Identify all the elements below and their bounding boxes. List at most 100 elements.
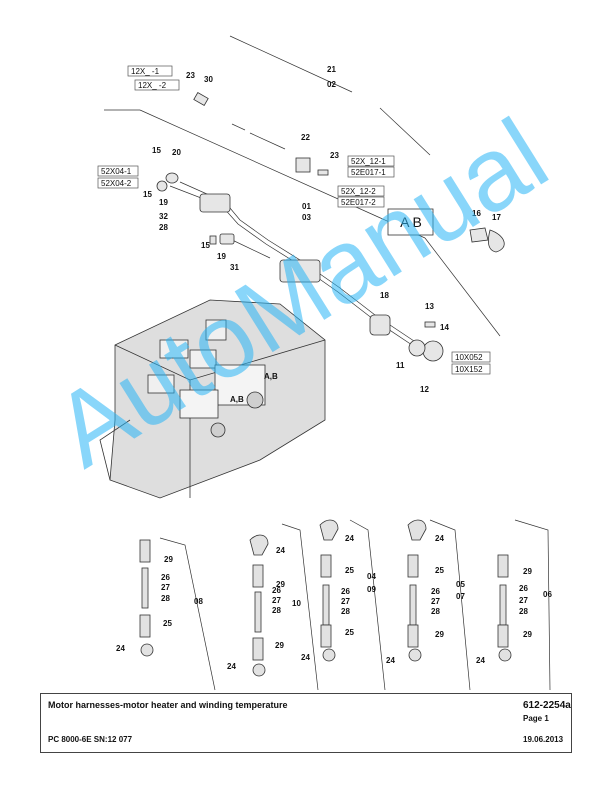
- part-number: 26: [341, 587, 350, 596]
- part-number: 27: [431, 597, 440, 606]
- part-number: 25: [435, 566, 444, 575]
- part-number: 28: [341, 607, 350, 616]
- part-number: 29: [435, 630, 444, 639]
- boxed-labels: 12X_ -1 12X_ -2 52X_12-1 52E017-1 52X_12-2 52…: [97, 65, 491, 375]
- part-number: 24: [116, 644, 125, 653]
- part-number: 24: [435, 534, 444, 543]
- part-number: 28: [431, 607, 440, 616]
- part-number: 27: [272, 596, 281, 605]
- part-number: 12: [420, 385, 429, 394]
- boxed-label: 52X_12-1: [347, 155, 395, 167]
- part-number: 32: [159, 212, 168, 221]
- boxed-label: 52X_12-2: [337, 185, 385, 197]
- part-number: 09: [367, 585, 376, 594]
- page-number: Page 1: [523, 714, 549, 723]
- boxed-label-text: 52E017-2: [341, 198, 376, 207]
- part-number: 21: [327, 65, 336, 74]
- boxed-label-text: 52X04-2: [101, 179, 132, 188]
- part-number: 14: [440, 323, 449, 332]
- leader-lines: [104, 35, 551, 691]
- part-number: 26: [431, 587, 440, 596]
- part-number: 29: [523, 567, 532, 576]
- part-number: 27: [341, 597, 350, 606]
- part-number: 11: [396, 361, 405, 370]
- part-number: 24: [227, 662, 236, 671]
- part-number: 30: [204, 75, 213, 84]
- part-number: 29: [275, 641, 284, 650]
- part-number: 15: [143, 190, 152, 199]
- part-number: 24: [301, 653, 310, 662]
- part-number: 25: [345, 566, 354, 575]
- pin-stacks: [139, 519, 512, 677]
- callout-ab: A,B: [264, 372, 278, 381]
- drawing-code: 612-2254a: [523, 700, 571, 711]
- part-number: 15: [152, 146, 161, 155]
- part-number: 18: [380, 291, 389, 300]
- boxed-label: 52E017-1: [347, 166, 395, 178]
- part-number: 25: [345, 628, 354, 637]
- boxed-label: 52E017-2: [337, 196, 385, 208]
- part-number: 25: [163, 619, 172, 628]
- boxed-label: 10X052: [451, 351, 491, 363]
- boxed-label-text: 10X052: [455, 353, 483, 362]
- boxed-label-text: 52X_12-2: [341, 187, 376, 196]
- part-number: 27: [519, 596, 528, 605]
- boxed-label-text: 10X152: [455, 365, 483, 374]
- part-number: 26: [272, 586, 281, 595]
- part-number: 28: [519, 607, 528, 616]
- boxed-label: 10X152: [451, 363, 491, 375]
- part-number: 24: [276, 546, 285, 555]
- part-number: 29: [164, 555, 173, 564]
- boxed-label: 52X04-1: [97, 165, 139, 177]
- boxed-label-text: 12X_ -2: [138, 81, 167, 90]
- part-number: 26: [519, 584, 528, 593]
- part-number: 08: [194, 597, 203, 606]
- part-number: 13: [425, 302, 434, 311]
- part-number: 26: [161, 573, 170, 582]
- part-number: 27: [161, 583, 170, 592]
- part-number: 01: [302, 202, 311, 211]
- motor-housing: [99, 299, 326, 499]
- boxed-label: 12X_ -1: [127, 65, 173, 77]
- part-number: 15: [201, 241, 210, 250]
- boxed-label-text: 52X04-1: [101, 167, 132, 176]
- part-number: 02: [327, 80, 336, 89]
- ab-box: A B: [387, 208, 434, 236]
- part-number: 03: [302, 213, 311, 222]
- part-number: 28: [272, 606, 281, 615]
- machine-model: PC 8000-6E SN:12 077: [48, 735, 133, 744]
- part-number: 20: [172, 148, 181, 157]
- ab-box-text: A B: [400, 214, 422, 230]
- drawing-title: Motor harnesses-motor heater and winding…: [48, 700, 288, 710]
- part-number: 24: [476, 656, 485, 665]
- part-number: 23: [186, 71, 195, 80]
- part-number: 29: [276, 580, 285, 589]
- part-number: 23: [330, 151, 339, 160]
- harness-parts: [156, 91, 505, 362]
- part-number: 10: [292, 599, 301, 608]
- part-number: 24: [345, 534, 354, 543]
- boxed-label-text: 12X_ -1: [131, 67, 160, 76]
- part-number: 24: [386, 656, 395, 665]
- part-number: 28: [159, 223, 168, 232]
- callout-ab-short: A,B: [230, 395, 244, 404]
- part-number: 06: [543, 590, 552, 599]
- part-number: 07: [456, 592, 465, 601]
- boxed-label: 52X04-2: [97, 177, 139, 189]
- part-number: 31: [230, 263, 239, 272]
- part-number: 04: [367, 572, 376, 581]
- part-number: 28: [161, 594, 170, 603]
- part-number: 29: [523, 630, 532, 639]
- part-number: 16: [472, 209, 481, 218]
- part-number: 22: [301, 133, 310, 142]
- drawing-date: 19.06.2013: [523, 735, 564, 744]
- boxed-label: 12X_ -2: [134, 79, 180, 91]
- part-number: 05: [456, 580, 465, 589]
- part-number: 19: [217, 252, 226, 261]
- part-number: 17: [492, 213, 501, 222]
- boxed-label-text: 52E017-1: [351, 168, 386, 177]
- title-block: Motor harnesses-motor heater and winding…: [40, 693, 572, 753]
- boxed-label-text: 52X_12-1: [351, 157, 386, 166]
